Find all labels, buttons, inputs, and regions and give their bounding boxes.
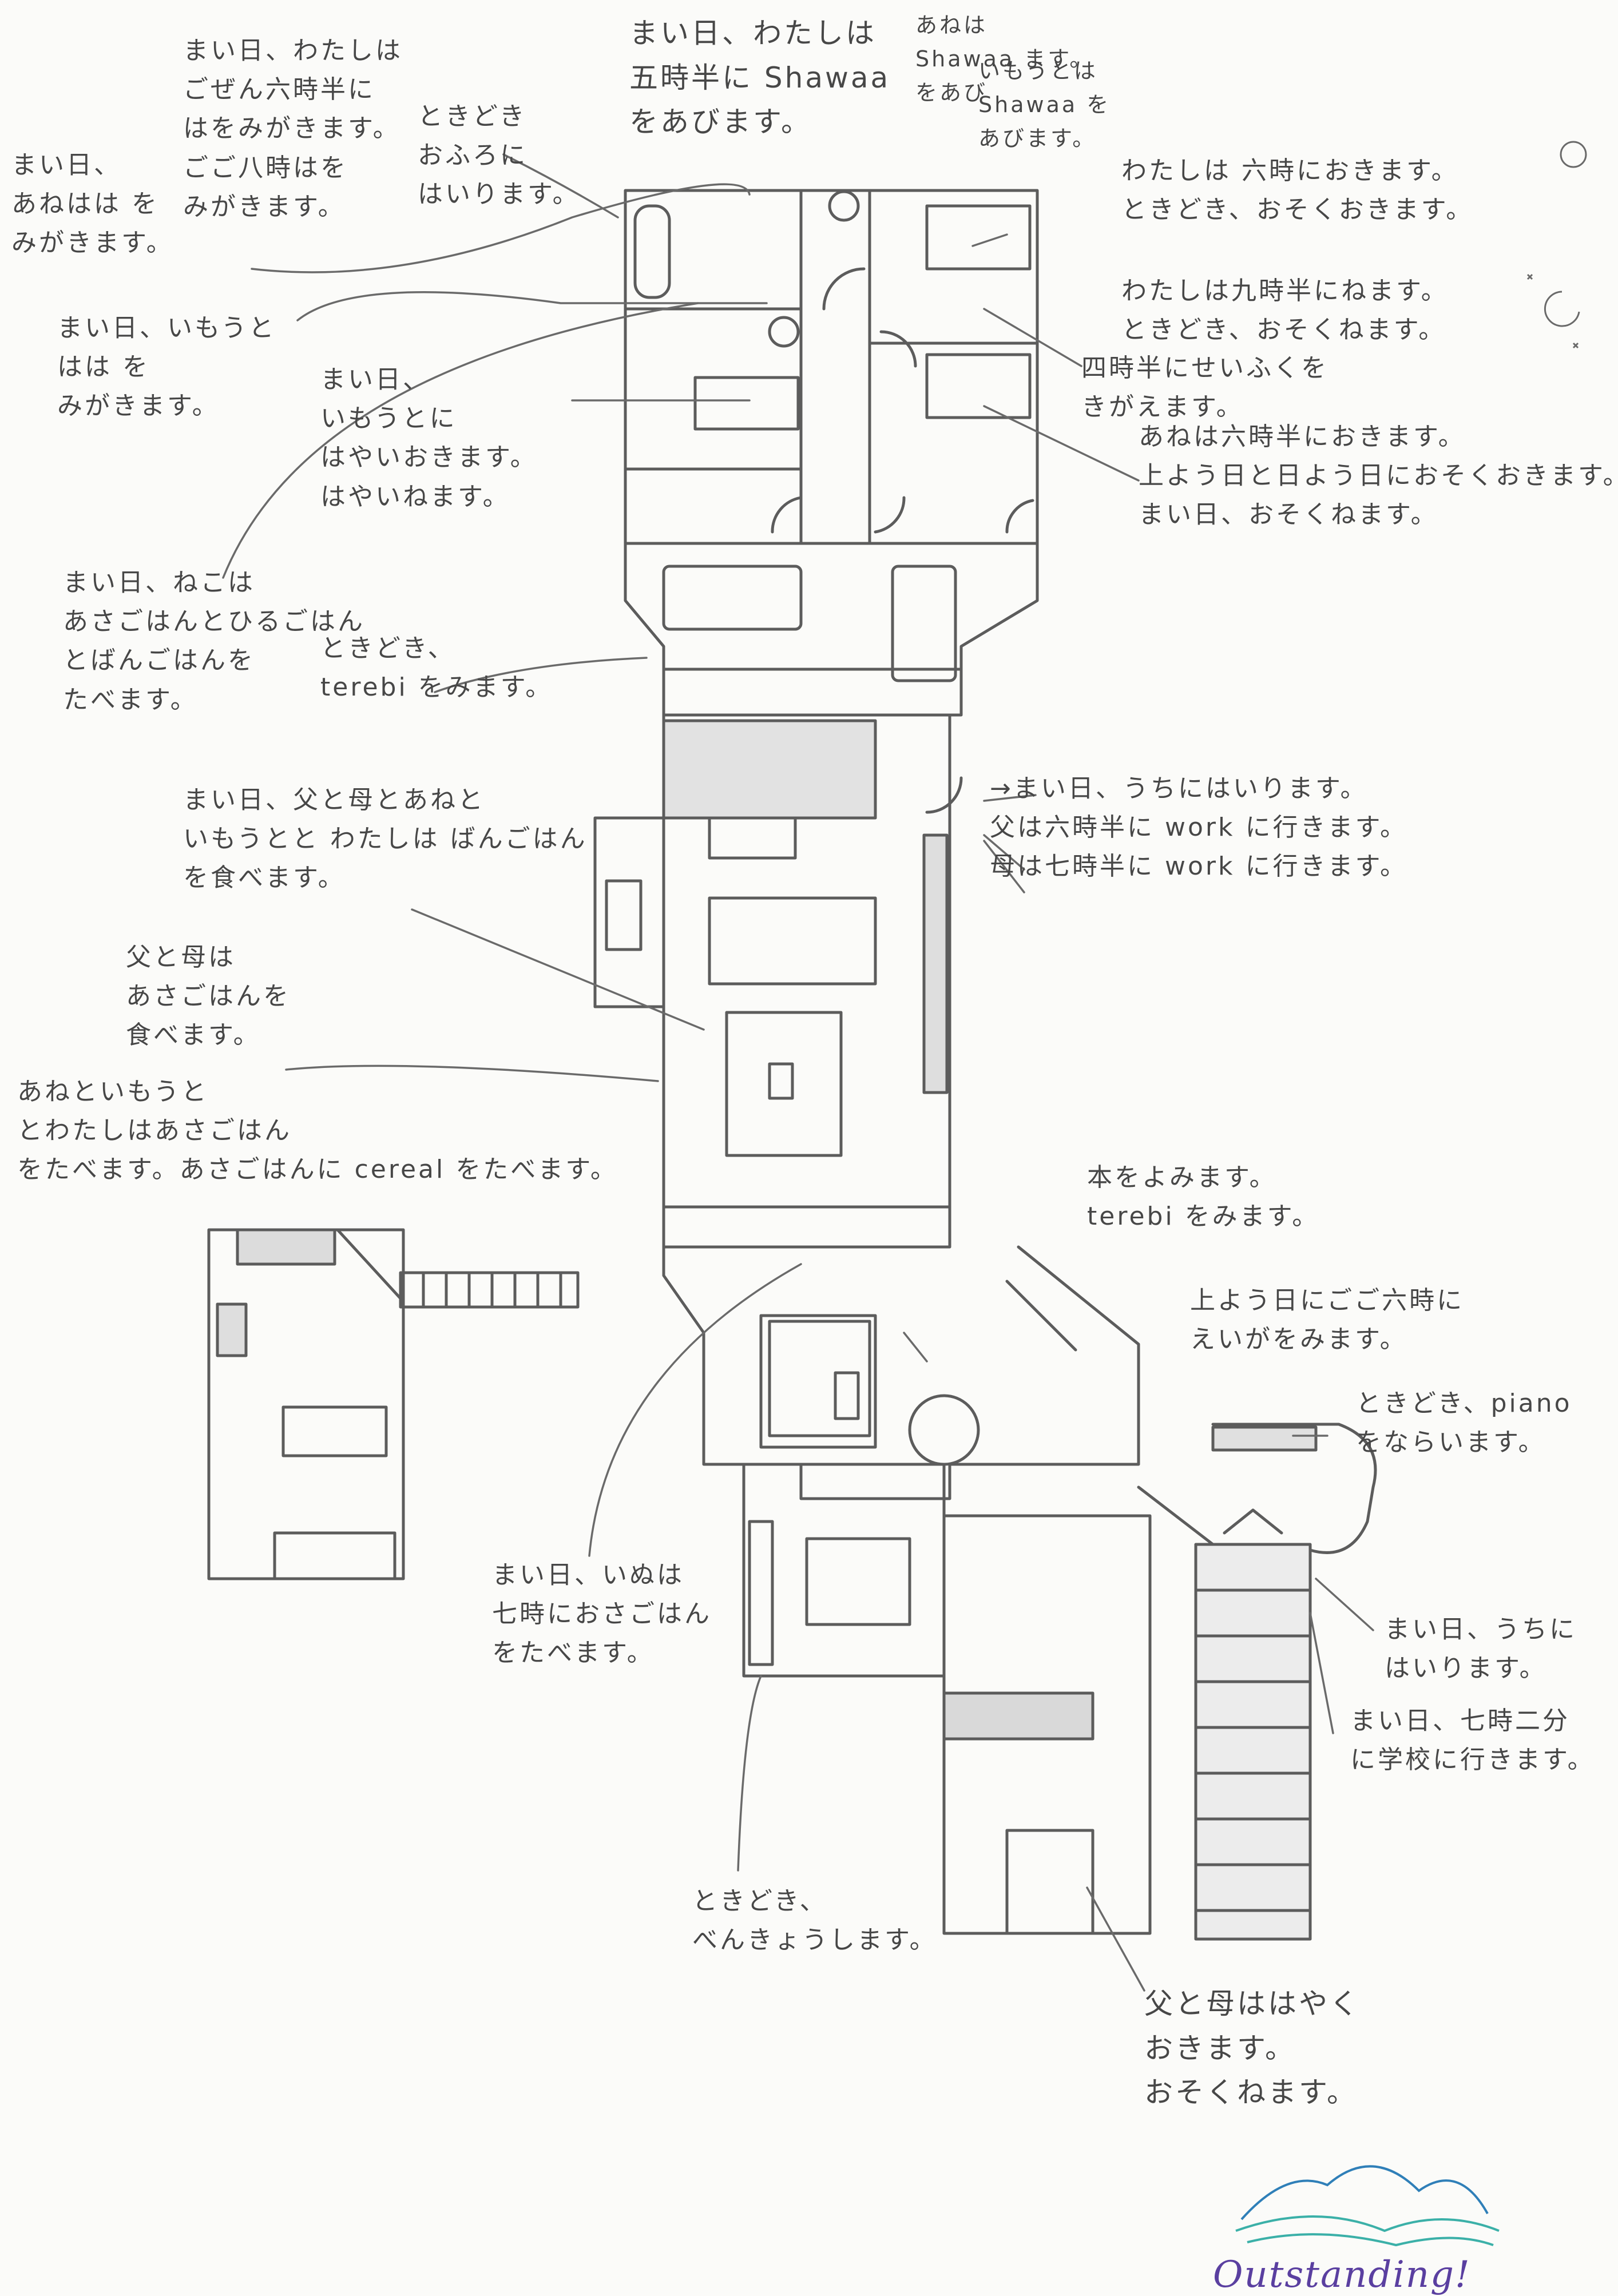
bottom-rooms — [742, 1463, 1312, 1941]
note-older-sister-schedule: あねは六時半におきます。 上よう日と日よう日におそくおきます。 まい日、おそくね… — [1139, 422, 1618, 530]
note-go-to-school: まい日、七時二分 に学校に行きます。 — [1350, 1706, 1595, 1775]
note-parents-work: →まい日、うちにはいります。 父は六時半に work に行きます。 母は七時半に… — [990, 774, 1408, 881]
lounge-area — [624, 542, 1039, 717]
note-cat-meals: まい日、ねこは あさごはんとひるごはん とばんごはんを たべます。 — [63, 568, 365, 714]
upper-floor-rooms — [624, 189, 1039, 545]
note-my-sleep-time: わたしは九時半にねます。 ときどき、おそくねます。 — [1121, 276, 1449, 345]
note-dog-meal: まい日、いぬは 七時におさごはん をたべます。 — [492, 1560, 712, 1668]
note-older-sister-teeth: まい日、 あねはは を みがきます。 — [11, 150, 174, 258]
note-read-books: 本をよみます。 terebi をみます。 — [1087, 1163, 1320, 1232]
note-study-sometimes: ときどき、 べんきょうします。 — [692, 1886, 937, 1955]
lower-living-area — [662, 1245, 1377, 1554]
note-shower-me: まい日、わたしは 五時半に Shawaa をあびます。 — [629, 17, 891, 138]
annotation-arrows — [222, 153, 1374, 1992]
note-watch-movie: 上よう日にごご六時に えいがをみます。 — [1190, 1286, 1465, 1354]
note-younger-sister-sleep: まい日、 いもうとに はやいおきます。 はやいねます。 — [320, 365, 538, 511]
note-parents-sleep: 父と母ははやく おきます。 おそくねます。 — [1144, 1987, 1361, 2109]
note-piano: ときどき、piano をならいます。 — [1356, 1389, 1572, 1457]
note-bath-sometimes: ときどき おふろに はいります。 — [418, 102, 580, 209]
note-family-dinner: まい日、父と母とあねと いもうとと わたしは ばんごはん を食べます。 — [183, 785, 588, 893]
kitchen-dining-area — [593, 713, 963, 1249]
teacher-grade: Outstanding! — [1213, 2254, 1471, 2296]
note-uniform-change: 四時半にせいふくを きがえます。 — [1081, 353, 1328, 422]
side-room-plan — [207, 1228, 580, 1580]
note-kids-breakfast: あねといもうと とわたしはあさごはん をたべます。あさごはんに cereal を… — [17, 1077, 618, 1185]
sun-moon-doodles — [1526, 141, 1587, 349]
note-shower-younger-sister: いもうとは Shawaa を あびます。 — [978, 58, 1111, 151]
note-parents-breakfast: 父と母は あさごはんを 食べます。 — [126, 943, 291, 1050]
note-brush-teeth-morning: まい日、わたしは ごぜん六時半に はをみがきます。 ごご八時はを みがきます。 — [183, 36, 403, 221]
note-my-wake-time: わたしは 六時におきます。 ときどき、おそくおきます。 — [1121, 156, 1474, 225]
note-shower-older-sister: あねは Shawaa ます。 をあび — [915, 13, 1094, 105]
note-watch-tv: ときどき、 terebi をみます。 — [320, 634, 553, 702]
note-younger-sister-teeth: まい日、いもうと はは を みがきます。 — [57, 313, 276, 421]
note-come-home: まい日、うちに はいります。 — [1385, 1615, 1577, 1683]
wave-stamp — [1235, 2165, 1500, 2247]
